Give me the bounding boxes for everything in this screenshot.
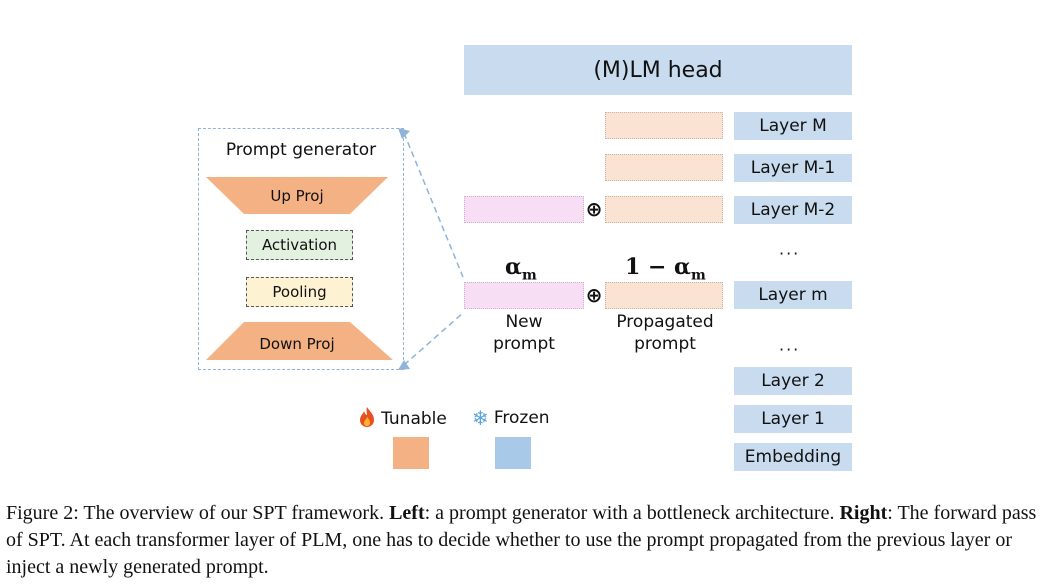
layer-M-2-label: Layer M-2 — [750, 200, 836, 220]
new-prompt-line1: New — [505, 312, 543, 332]
propagated-prompt-M — [605, 112, 723, 139]
prompt-generator-title: Prompt generator — [225, 140, 377, 160]
tunable-label: Tunable — [381, 409, 447, 429]
up-proj-shape — [206, 177, 388, 214]
prompt-generator-box — [198, 128, 404, 370]
layer-M: Layer M — [734, 112, 852, 140]
tunable-swatch — [393, 437, 429, 469]
down-proj-label: Down Proj — [259, 335, 335, 353]
one-minus-alpha-m-label: 1 − αm — [625, 254, 706, 283]
new-prompt-label: New prompt — [474, 311, 574, 355]
layer-M-2: Layer M-2 — [734, 196, 852, 224]
zoom-arrow-bottom — [398, 360, 410, 370]
embedding-label: Embedding — [744, 447, 842, 467]
new-prompt-M-2 — [464, 196, 584, 223]
layer-M-label: Layer M — [759, 116, 827, 136]
caption-prefix: Figure 2: The overview of our SPT framew… — [6, 502, 390, 524]
propagated-prompt-M-2 — [605, 196, 723, 223]
layer-m: Layer m — [734, 281, 852, 309]
frozen-label: Frozen — [493, 408, 550, 428]
alpha-symbol: α — [505, 254, 522, 280]
caption-right-text: : The forward pass of SPT. At each trans… — [6, 502, 1037, 578]
propagated-prompt-m — [605, 282, 723, 309]
layer-1-label: Layer 1 — [761, 409, 825, 429]
fire-icon — [360, 407, 374, 427]
one-minus-alpha-subscript: m — [691, 267, 706, 284]
legend-tunable: Tunable — [358, 406, 447, 429]
zoom-line-top — [403, 132, 464, 278]
mlm-head-label: (M)LM head — [593, 57, 723, 83]
embedding-layer: Embedding — [734, 443, 852, 471]
add-icon: ⊕ — [585, 283, 603, 307]
layer-M-1: Layer M-1 — [734, 154, 852, 182]
propagated-prompt-M-1 — [605, 154, 723, 181]
mlm-head-block: (M)LM head — [464, 45, 852, 95]
ellipsis-lower: ··· — [779, 340, 801, 359]
legend-frozen: ❄ Frozen — [472, 406, 550, 430]
new-prompt-m — [464, 282, 584, 309]
caption-left-bold: Left — [389, 502, 425, 524]
new-prompt-line2: prompt — [493, 334, 555, 354]
zoom-line-bottom — [403, 312, 464, 366]
propagated-prompt-line1: Propagated — [616, 312, 714, 332]
layer-1: Layer 1 — [734, 405, 852, 433]
caption-right-bold: Right — [839, 502, 888, 524]
pooling-box: Pooling — [246, 277, 353, 307]
ellipsis-upper: ··· — [779, 244, 801, 263]
add-icon: ⊕ — [585, 197, 603, 221]
snowflake-icon: ❄ — [472, 406, 489, 430]
caption-left-text: : a prompt generator with a bottleneck a… — [424, 502, 840, 524]
frozen-swatch — [495, 437, 531, 469]
down-proj-shape — [206, 322, 393, 360]
one-minus-alpha-symbol: 1 − α — [625, 254, 691, 280]
layer-2-label: Layer 2 — [761, 371, 825, 391]
alpha-m-label: αm — [505, 254, 537, 283]
layer-M-1-label: Layer M-1 — [750, 158, 836, 178]
alpha-subscript: m — [521, 267, 537, 284]
propagated-prompt-label: Propagated prompt — [605, 311, 725, 355]
up-proj-label: Up Proj — [270, 187, 324, 205]
layer-2: Layer 2 — [734, 367, 852, 395]
zoom-arrow-top — [398, 128, 410, 139]
propagated-prompt-line2: prompt — [634, 334, 696, 354]
activation-box: Activation — [246, 230, 353, 260]
layer-m-label: Layer m — [758, 285, 828, 305]
figure-caption: Figure 2: The overview of our SPT framew… — [6, 500, 1046, 581]
